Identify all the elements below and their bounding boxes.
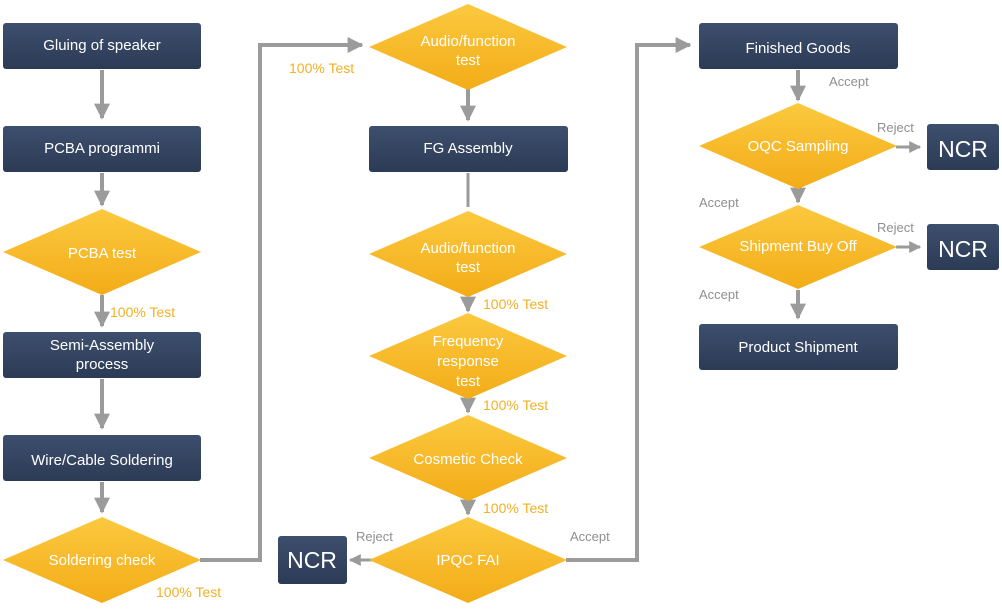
oqc-sampling-label: OQC Sampling	[748, 138, 849, 155]
process-box-fg-assembly: FG Assembly	[369, 126, 568, 172]
process-box-wire-soldering: Wire/Cable Soldering	[3, 435, 201, 481]
audio-test-label-1: Audio/function	[420, 33, 515, 50]
cosmetic-check-label: Cosmetic Check	[413, 451, 523, 468]
pcba-test-label: PCBA test	[68, 245, 137, 262]
freq-label-2: response	[437, 353, 499, 370]
label-accept-ship: Accept	[699, 287, 739, 302]
ncr-box-shipment: NCR	[927, 224, 999, 270]
fg-assembly-label: FG Assembly	[423, 140, 513, 157]
decision-pcba-test: PCBA test	[3, 209, 201, 295]
semi-assembly-label-2: process	[76, 356, 129, 373]
process-box-product-shipment: Product Shipment	[699, 324, 898, 370]
label-100-test-pcba: 100% Test	[110, 304, 175, 320]
label-100-test-top: 100% Test	[289, 60, 354, 76]
ipqc-fai-label: IPQC FAI	[436, 552, 499, 569]
freq-label-1: Frequency	[433, 333, 504, 350]
audio-test2-label-1: Audio/function	[420, 240, 515, 257]
decision-oqc-sampling: OQC Sampling	[699, 103, 897, 189]
arrow-ipqc-to-finished-goods	[566, 37, 692, 562]
ncr-box-oqc: NCR	[927, 124, 999, 170]
semi-assembly-label-1: Semi-Assembly	[50, 337, 155, 354]
decision-audio-function-test-2: Audio/function test	[369, 211, 567, 297]
process-box-gluing: Gluing of speaker	[3, 23, 201, 69]
wire-soldering-label: Wire/Cable Soldering	[31, 452, 173, 469]
soldering-check-label: Soldering check	[49, 552, 156, 569]
audio-test-label-2: test	[456, 52, 481, 69]
label-reject-ipqc: Reject	[356, 529, 393, 544]
freq-label-3: test	[456, 373, 481, 390]
decision-cosmetic-check: Cosmetic Check	[369, 415, 567, 501]
decision-shipment-buy-off: Shipment Buy Off	[699, 205, 897, 289]
arrow-solder-check-to-audio-test	[200, 37, 364, 562]
label-100-test-solder: 100% Test	[156, 584, 221, 600]
shipment-buy-off-label: Shipment Buy Off	[739, 238, 857, 255]
process-box-semi-assembly: Semi-Assembly process	[3, 332, 201, 378]
label-accept-oqc: Accept	[699, 195, 739, 210]
ncr-shipment-label: NCR	[938, 236, 988, 262]
label-100-test-cosmetic: 100% Test	[483, 500, 548, 516]
connectors	[94, 37, 922, 566]
label-accept-finished: Accept	[829, 74, 869, 89]
gluing-label: Gluing of speaker	[43, 37, 161, 54]
decision-audio-function-test: Audio/function test	[369, 4, 567, 90]
label-100-test-audio2: 100% Test	[483, 296, 548, 312]
label-100-test-freq: 100% Test	[483, 397, 548, 413]
process-box-pcba-programming: PCBA programmi	[3, 126, 201, 172]
label-accept-ipqc: Accept	[570, 529, 610, 544]
pcba-prog-label: PCBA programmi	[44, 140, 160, 157]
process-box-finished-goods: Finished Goods	[699, 23, 898, 69]
ncr-oqc-label: NCR	[938, 136, 988, 162]
label-reject-oqc: Reject	[877, 120, 914, 135]
decision-frequency-response-test: Frequency response test	[369, 313, 567, 399]
decision-ipqc-fai: IPQC FAI	[369, 517, 567, 603]
label-reject-ship: Reject	[877, 220, 914, 235]
ncr-ipqc-label: NCR	[287, 547, 337, 573]
ncr-box-ipqc: NCR	[278, 536, 347, 584]
decision-soldering-check: Soldering check	[3, 517, 201, 603]
product-shipment-label: Product Shipment	[738, 339, 858, 356]
audio-test2-label-2: test	[456, 259, 481, 276]
finished-goods-label: Finished Goods	[745, 40, 850, 57]
